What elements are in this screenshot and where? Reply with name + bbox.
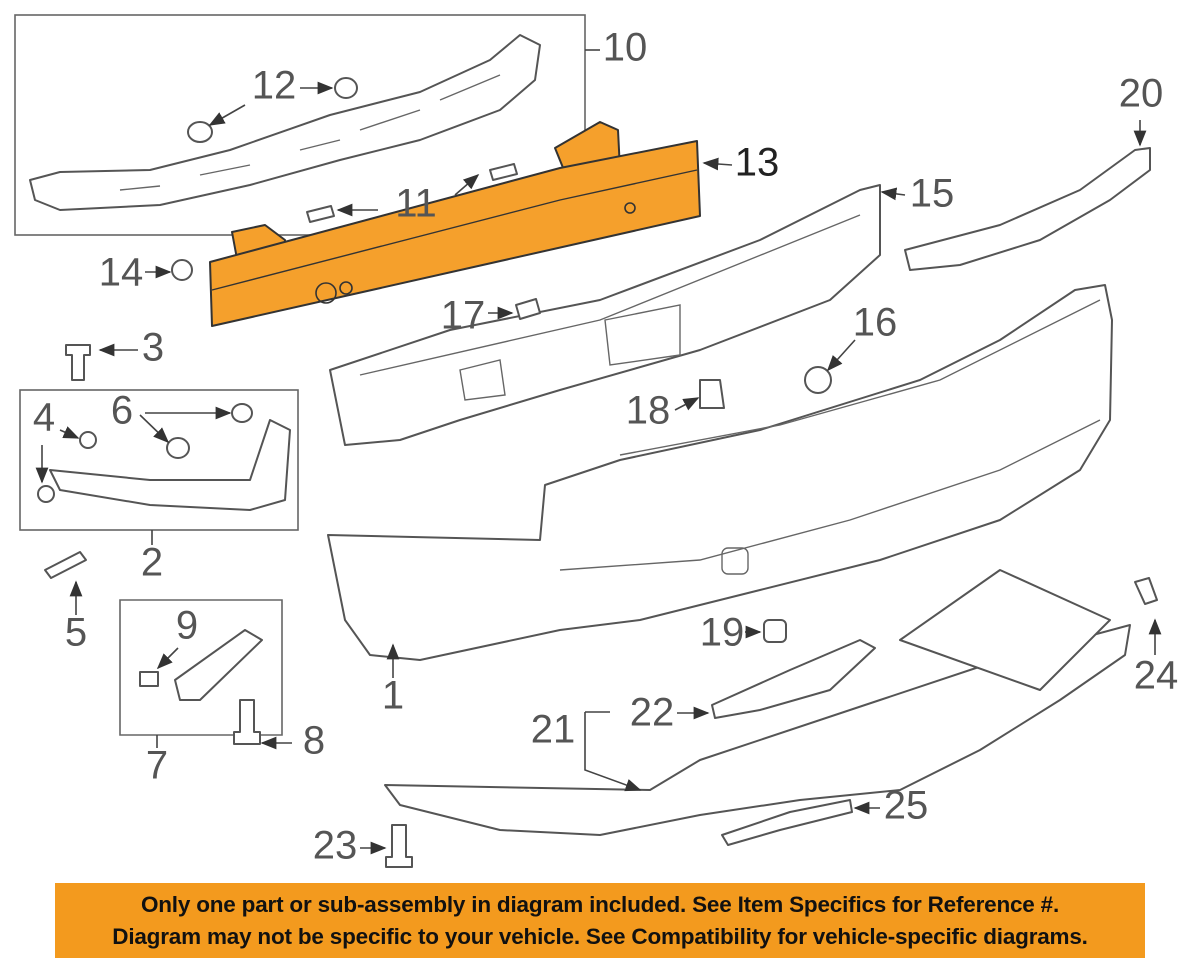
part-14-nut[interactable] (171, 259, 193, 281)
part-2-bracket[interactable] (49, 419, 291, 511)
part-7-bracket[interactable] (174, 629, 263, 701)
part-3-bolt[interactable] (65, 344, 91, 381)
part-6-plug-b[interactable] (231, 403, 253, 423)
part-10-bracket[interactable] (29, 34, 541, 211)
callout-10: 10 (603, 26, 648, 70)
part-13-reinforcement-highlighted[interactable] (209, 121, 701, 327)
callout-21: 21 (531, 708, 576, 752)
callout-15: 15 (910, 172, 955, 216)
part-15-absorber[interactable] (329, 184, 881, 446)
callout-16: 16 (853, 301, 898, 345)
callout-4: 4 (33, 396, 55, 440)
part-20-molding[interactable] (904, 147, 1151, 271)
disclaimer-banner: Only one part or sub-assembly in diagram… (55, 883, 1145, 958)
callout-9: 9 (176, 604, 198, 648)
callout-23: 23 (313, 824, 358, 868)
callout-1: 1 (382, 674, 404, 718)
callout-2: 2 (141, 541, 163, 585)
callout-3: 3 (142, 326, 164, 370)
part-17-pin[interactable] (515, 298, 541, 320)
part-22-bracket[interactable] (711, 639, 876, 719)
part-6-plug[interactable] (166, 437, 190, 459)
callout-8: 8 (303, 719, 325, 763)
part-23-bolt[interactable] (385, 824, 413, 868)
callout-6: 6 (111, 389, 133, 433)
callout-14: 14 (99, 251, 144, 295)
group-box-10 (14, 14, 586, 236)
disclaimer-line-1: Only one part or sub-assembly in diagram… (140, 891, 1060, 917)
part-25-molding[interactable] (721, 799, 853, 846)
callout-25: 25 (884, 784, 929, 828)
part-8-bolt[interactable] (233, 699, 261, 745)
callout-12: 12 (252, 64, 297, 108)
part-21-diffuser[interactable] (899, 569, 1111, 691)
disclaimer-line-2: Diagram may not be specific to your vehi… (112, 923, 1088, 949)
part-11-bolt-b[interactable] (489, 163, 518, 181)
callout-18: 18 (626, 389, 671, 433)
callout-11: 11 (395, 182, 437, 226)
part-18-clip[interactable] (699, 379, 725, 409)
part-4-nut-b[interactable] (37, 485, 55, 503)
part-5-bolt[interactable] (44, 551, 87, 579)
group-box-7 (119, 599, 283, 736)
callout-19: 19 (700, 611, 745, 655)
callout-22: 22 (630, 691, 675, 735)
callout-7: 7 (146, 744, 168, 788)
part-11-bolt[interactable] (306, 205, 335, 223)
part-4-nut[interactable] (79, 431, 97, 449)
callout-5: 5 (65, 611, 87, 655)
part-9-pad[interactable] (139, 671, 159, 687)
part-16-grommet[interactable] (804, 366, 832, 394)
callout-17: 17 (441, 294, 486, 338)
part-12-plug[interactable] (187, 121, 213, 143)
part-1-fascia[interactable] (327, 284, 1113, 661)
leader-lines (35, 49, 1162, 855)
group-box-2 (19, 389, 299, 531)
part-24-clip[interactable] (1134, 577, 1158, 605)
part-19-cap[interactable] (763, 619, 787, 643)
callout-20: 20 (1119, 72, 1164, 116)
part-12-plug-b[interactable] (334, 77, 358, 99)
callout-13: 13 (735, 141, 780, 185)
callout-24: 24 (1134, 654, 1179, 698)
